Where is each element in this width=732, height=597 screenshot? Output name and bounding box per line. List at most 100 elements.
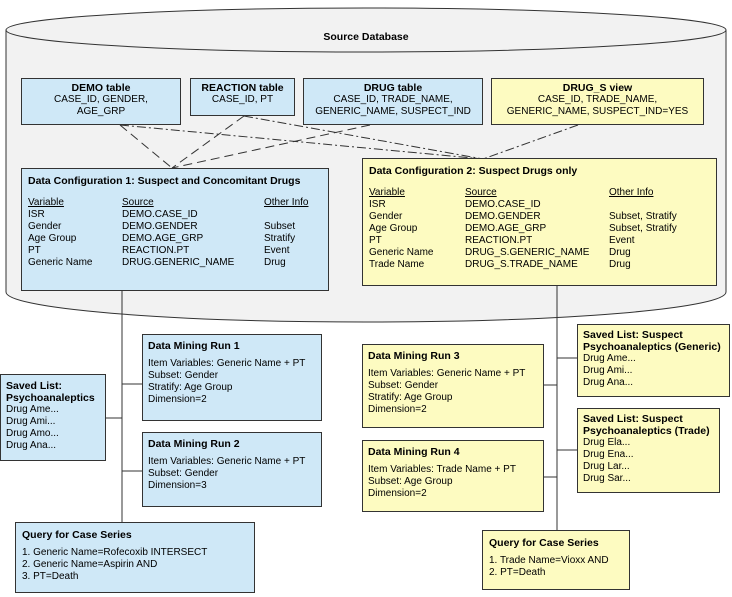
config1-cell: Generic Name bbox=[28, 257, 93, 268]
reaction-table-node[interactable]: REACTION table CASE_ID, PT bbox=[190, 78, 295, 116]
config2-cell: DEMO.AGE_GRP bbox=[465, 223, 547, 234]
data-configuration-1[interactable]: Data Configuration 1: Suspect and Concom… bbox=[21, 168, 329, 291]
config1-table: Variable Source Other Info ISR DEMO.CASE… bbox=[28, 197, 322, 269]
config1-header-variable: Variable bbox=[28, 197, 64, 208]
config2-cell: Gender bbox=[369, 211, 403, 222]
saved-list-item: Drug Ami... bbox=[6, 416, 56, 427]
run3-line: Stratify: Age Group bbox=[368, 392, 453, 403]
saved-list-item: Drug Ame... bbox=[6, 404, 59, 415]
config1-cell: PT bbox=[28, 245, 41, 256]
saved-list-trade-title: Saved List: Suspect bbox=[583, 413, 683, 425]
config2-cell: Drug bbox=[609, 247, 631, 258]
demo-table-title: DEMO table bbox=[71, 82, 131, 94]
saved-list-suspect-generic[interactable]: Saved List: Suspect Psychoanaleptics (Ge… bbox=[577, 324, 730, 397]
saved-list-item: Drug Ana... bbox=[6, 440, 57, 451]
config2-header-variable: Variable bbox=[369, 187, 405, 198]
saved-list-psycho-title: Psychoanaleptics bbox=[6, 392, 95, 404]
run3-line: Item Variables: Generic Name + PT bbox=[368, 368, 526, 379]
config2-cell: PT bbox=[369, 235, 382, 246]
drug-s-view-fields: GENERIC_NAME, SUSPECT_IND=YES bbox=[506, 106, 689, 117]
config1-cell: Age Group bbox=[28, 233, 77, 244]
saved-list-generic-title: Saved List: Suspect bbox=[583, 329, 683, 341]
query-case-series-2[interactable]: Query for Case Series 1. Trade Name=Viox… bbox=[482, 530, 630, 590]
saved-list-item: Drug Sar... bbox=[583, 473, 631, 484]
config2-cell: DEMO.GENDER bbox=[465, 211, 541, 222]
config1-cell: Stratify bbox=[264, 233, 296, 244]
config1-header-other: Other Info bbox=[264, 197, 309, 208]
run1-line: Dimension=2 bbox=[148, 394, 207, 405]
query2-item: 1. Trade Name=Vioxx AND bbox=[489, 555, 609, 566]
saved-list-item: Drug Ena... bbox=[583, 449, 634, 460]
data-configuration-2[interactable]: Data Configuration 2: Suspect Drugs only… bbox=[362, 158, 717, 286]
config2-cell: DEMO.CASE_ID bbox=[465, 199, 541, 210]
saved-list-item: Drug Amo... bbox=[6, 428, 59, 439]
config2-cell: REACTION.PT bbox=[465, 235, 533, 246]
query1-item: 1. Generic Name=Rofecoxib INTERSECT bbox=[22, 547, 208, 558]
run3-line: Subset: Gender bbox=[368, 380, 439, 391]
database-cylinder-top bbox=[5, 7, 727, 53]
drug-table-fields: CASE_ID, TRADE_NAME, bbox=[333, 94, 453, 105]
config2-header-source: Source bbox=[465, 187, 497, 198]
config1-cell: DRUG.GENERIC_NAME bbox=[122, 257, 235, 268]
run4-line: Subset: Age Group bbox=[368, 476, 453, 487]
run3-title: Data Mining Run 3 bbox=[368, 350, 460, 362]
run1-title: Data Mining Run 1 bbox=[148, 340, 240, 352]
drug-table-title: DRUG table bbox=[363, 82, 423, 94]
saved-list-psychoanaleptics[interactable]: Saved List: Psychoanaleptics Drug Ame...… bbox=[0, 374, 106, 461]
config1-cell: Subset bbox=[264, 221, 296, 232]
saved-list-generic-title: Psychoanaleptics (Generic) bbox=[583, 341, 721, 353]
run2-title: Data Mining Run 2 bbox=[148, 438, 240, 450]
config2-cell bbox=[609, 199, 709, 211]
drug-s-view-title: DRUG_S view bbox=[562, 82, 633, 94]
drug-s-view-fields: CASE_ID, TRADE_NAME, bbox=[537, 94, 658, 105]
config1-cell: Event bbox=[264, 245, 290, 256]
config2-cell: Generic Name bbox=[369, 247, 434, 258]
saved-list-item: Drug Ame... bbox=[583, 353, 636, 364]
config2-title: Data Configuration 2: Suspect Drugs only bbox=[369, 165, 578, 177]
config2-table: Variable Source Other Info ISR DEMO.CASE… bbox=[369, 187, 710, 271]
query2-item: 2. PT=Death bbox=[489, 567, 546, 578]
saved-list-suspect-trade[interactable]: Saved List: Suspect Psychoanaleptics (Tr… bbox=[577, 408, 720, 493]
config1-cell: ISR bbox=[28, 209, 45, 220]
config1-cell: DEMO.AGE_GRP bbox=[122, 233, 204, 244]
data-mining-run-4[interactable]: Data Mining Run 4 Item Variables: Trade … bbox=[362, 440, 544, 512]
saved-list-item: Drug Ela... bbox=[583, 437, 631, 448]
config2-cell: Age Group bbox=[369, 223, 418, 234]
saved-list-item: Drug Ana... bbox=[583, 377, 634, 388]
drug-table-node[interactable]: DRUG table CASE_ID, TRADE_NAME, GENERIC_… bbox=[303, 78, 483, 125]
tree-right bbox=[544, 286, 577, 530]
config2-cell: Trade Name bbox=[369, 259, 425, 270]
config1-cell: REACTION.PT bbox=[122, 245, 190, 256]
demo-table-fields: AGE_GRP bbox=[76, 106, 126, 117]
data-mining-run-3[interactable]: Data Mining Run 3 Item Variables: Generi… bbox=[362, 344, 544, 428]
query1-title: Query for Case Series bbox=[22, 529, 132, 541]
saved-list-item: Drug Lar... bbox=[583, 461, 630, 472]
data-mining-run-1[interactable]: Data Mining Run 1 Item Variables: Generi… bbox=[142, 334, 322, 421]
config2-header-other: Other Info bbox=[609, 187, 654, 198]
config1-cell bbox=[264, 209, 324, 221]
config1-cell: DEMO.CASE_ID bbox=[122, 209, 198, 220]
config2-cell: Subset, Stratify bbox=[609, 223, 677, 234]
config1-header-source: Source bbox=[122, 197, 154, 208]
run1-line: Stratify: Age Group bbox=[148, 382, 233, 393]
query2-title: Query for Case Series bbox=[489, 537, 599, 549]
run4-title: Data Mining Run 4 bbox=[368, 446, 460, 458]
data-mining-run-2[interactable]: Data Mining Run 2 Item Variables: Generi… bbox=[142, 432, 322, 507]
run3-line: Dimension=2 bbox=[368, 404, 427, 415]
config2-cell: DRUG_S.GENERIC_NAME bbox=[465, 247, 590, 258]
run1-line: Subset: Gender bbox=[148, 370, 219, 381]
config2-cell: Event bbox=[609, 235, 635, 246]
run2-line: Dimension=3 bbox=[148, 480, 207, 491]
query-case-series-1[interactable]: Query for Case Series 1. Generic Name=Ro… bbox=[15, 522, 255, 593]
config2-cell: Drug bbox=[609, 259, 631, 270]
config1-title: Data Configuration 1: Suspect and Concom… bbox=[28, 175, 301, 187]
run1-line: Item Variables: Generic Name + PT bbox=[148, 358, 306, 369]
reaction-table-title: REACTION table bbox=[201, 82, 284, 94]
config1-cell: DEMO.GENDER bbox=[122, 221, 198, 232]
saved-list-trade-title: Psychoanaleptics (Trade) bbox=[583, 425, 710, 437]
demo-table-node[interactable]: DEMO table CASE_ID, GENDER, AGE_GRP bbox=[21, 78, 181, 125]
links-to-config2 bbox=[119, 115, 579, 160]
query1-item: 3. PT=Death bbox=[22, 571, 79, 582]
run2-line: Item Variables: Generic Name + PT bbox=[148, 456, 306, 467]
drug-s-view-node[interactable]: DRUG_S view CASE_ID, TRADE_NAME, GENERIC… bbox=[491, 78, 704, 125]
